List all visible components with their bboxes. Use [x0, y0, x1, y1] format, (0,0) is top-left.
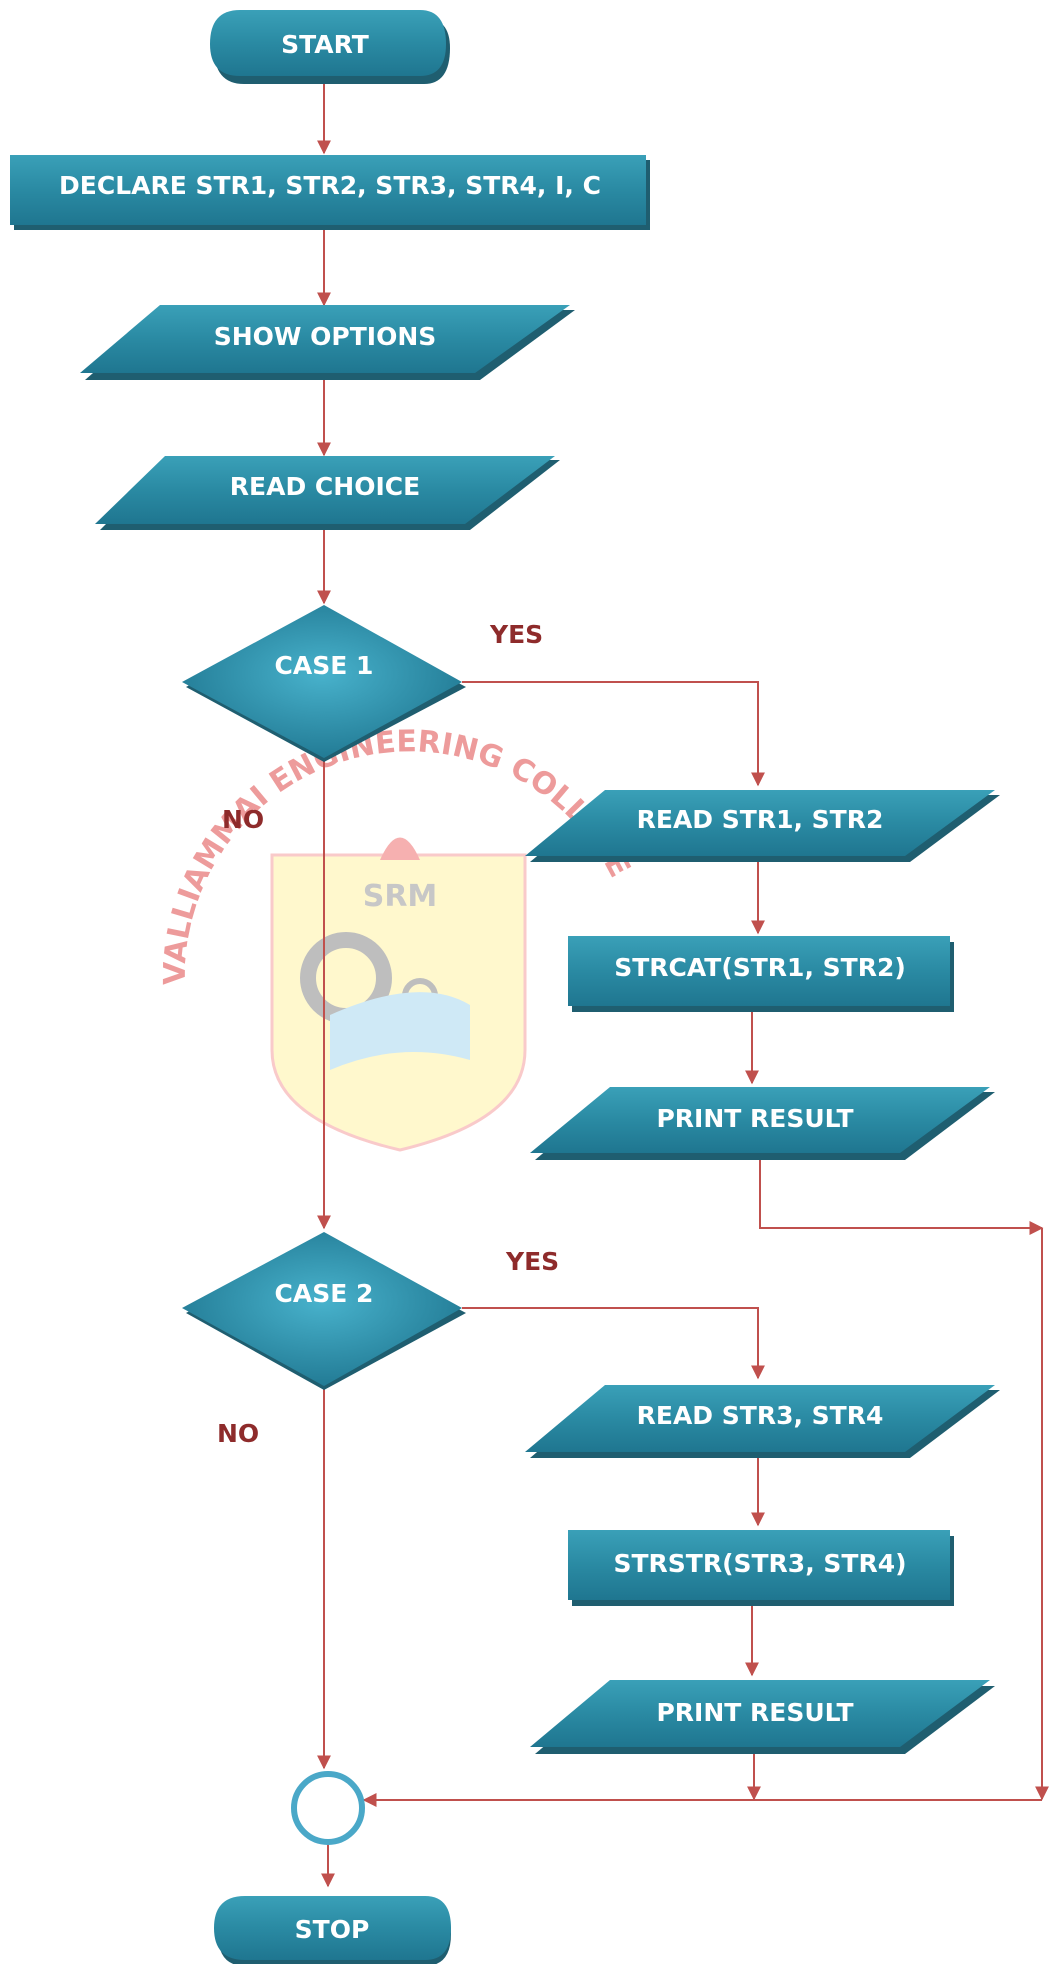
case2-decision: CASE 2: [182, 1232, 466, 1390]
watermark-bell-icon: [380, 837, 420, 860]
declare-process: DECLARE STR1, STR2, STR3, STR4, I, C: [10, 155, 650, 230]
stop-label: STOP: [295, 1915, 370, 1944]
print2-io: PRINT RESULT: [530, 1680, 995, 1754]
stop-terminator: STOP: [214, 1896, 451, 1964]
read-str34-io: READ STR3, STR4: [525, 1385, 1000, 1458]
read-str34-label: READ STR3, STR4: [637, 1401, 884, 1430]
read-str12-label: READ STR1, STR2: [637, 805, 884, 834]
read-choice-label: READ CHOICE: [230, 472, 420, 501]
case1-no-label: NO: [222, 805, 264, 834]
watermark-book-icon: [330, 992, 470, 1070]
start-label: START: [281, 30, 369, 59]
show-options-label: SHOW OPTIONS: [214, 322, 437, 351]
show-options-io: SHOW OPTIONS: [80, 305, 575, 380]
case1-label: CASE 1: [275, 651, 374, 680]
case1-yes-label: YES: [489, 620, 543, 649]
join-connector: [291, 1771, 365, 1845]
strcat-label: STRCAT(STR1, STR2): [614, 953, 906, 982]
edge-case2-yes: [462, 1307, 765, 1380]
case2-yes-label: YES: [505, 1247, 559, 1276]
print2-label: PRINT RESULT: [656, 1698, 853, 1727]
strstr-process: STRSTR(STR3, STR4): [568, 1530, 954, 1606]
watermark-logo-text: SRM: [363, 879, 438, 914]
case2-label: CASE 2: [275, 1279, 374, 1308]
flow-edges: [317, 80, 1049, 1888]
case2-no-label: NO: [217, 1419, 259, 1448]
print1-io: PRINT RESULT: [530, 1087, 995, 1160]
start-terminator: START: [210, 10, 450, 84]
strstr-label: STRSTR(STR3, STR4): [613, 1549, 906, 1578]
watermark: SRM VALLIAMMAI ENGINEERING COLLEGE: [158, 724, 637, 1152]
edge-case1-yes: [462, 681, 765, 787]
strcat-process: STRCAT(STR1, STR2): [568, 936, 954, 1012]
declare-label: DECLARE STR1, STR2, STR3, STR4, I, C: [59, 171, 601, 200]
read-choice-io: READ CHOICE: [95, 456, 560, 530]
read-str12-io: READ STR1, STR2: [525, 790, 1000, 862]
case1-decision: CASE 1: [182, 605, 466, 762]
print1-label: PRINT RESULT: [656, 1104, 853, 1133]
edge-print1-right: [759, 1153, 1044, 1235]
